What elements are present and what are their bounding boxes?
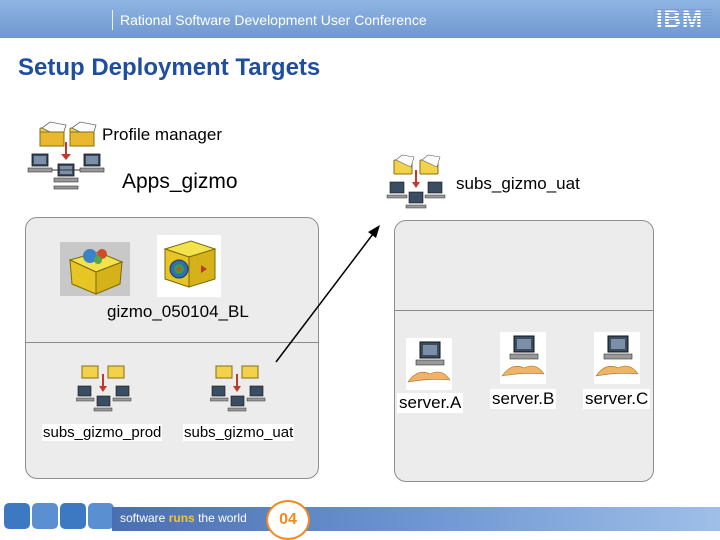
page-title: Setup Deployment Targets xyxy=(18,54,321,81)
people-icon xyxy=(60,503,86,529)
server-c-label: server.C xyxy=(583,389,651,409)
tagline-post: the world xyxy=(198,511,247,525)
apps-gizmo-label: Apps_gizmo xyxy=(122,170,238,193)
servers-panel-divider xyxy=(394,310,654,311)
footer-tagline: software runs the world xyxy=(120,511,247,525)
server-a-label: server.A xyxy=(397,393,464,413)
profile-manager-label: Profile manager xyxy=(102,125,223,144)
package-box-icon xyxy=(60,242,130,296)
server-c-icon xyxy=(594,332,640,384)
subs-uat-left-group-icon xyxy=(210,365,266,412)
clock-icon xyxy=(32,503,58,529)
server-a-icon xyxy=(406,338,452,390)
baseline-label: gizmo_050104_BL xyxy=(107,302,249,321)
profile-folders-icon xyxy=(39,121,97,147)
deploy-arrow xyxy=(275,225,380,363)
computer-network-icon xyxy=(27,142,105,190)
apps-panel-divider xyxy=(25,342,319,343)
subs-prod-label: subs_gizmo_prod xyxy=(42,424,163,441)
conference-badge: 04 xyxy=(266,500,310,540)
baseline-package-icon xyxy=(157,235,221,297)
globe-swirl-icon xyxy=(4,503,30,529)
tagline-pre: software xyxy=(120,511,166,525)
conference-title: Rational Software Development User Confe… xyxy=(120,12,427,28)
tagline-bold: runs xyxy=(168,511,195,525)
subs-uat-left-label: subs_gizmo_uat xyxy=(183,424,295,441)
subs-uat-right-label: subs_gizmo_uat xyxy=(456,174,580,193)
header-bar xyxy=(0,0,720,38)
server-b-label: server.B xyxy=(490,389,557,409)
header-separator xyxy=(112,10,113,30)
subs-prod-group-icon xyxy=(76,365,132,412)
server-b-icon xyxy=(500,332,546,384)
world-grid-icon xyxy=(88,503,114,529)
subs-uat-group-icon xyxy=(386,154,446,209)
footer-band xyxy=(112,507,720,531)
ibm-logo: IBM xyxy=(656,6,703,33)
